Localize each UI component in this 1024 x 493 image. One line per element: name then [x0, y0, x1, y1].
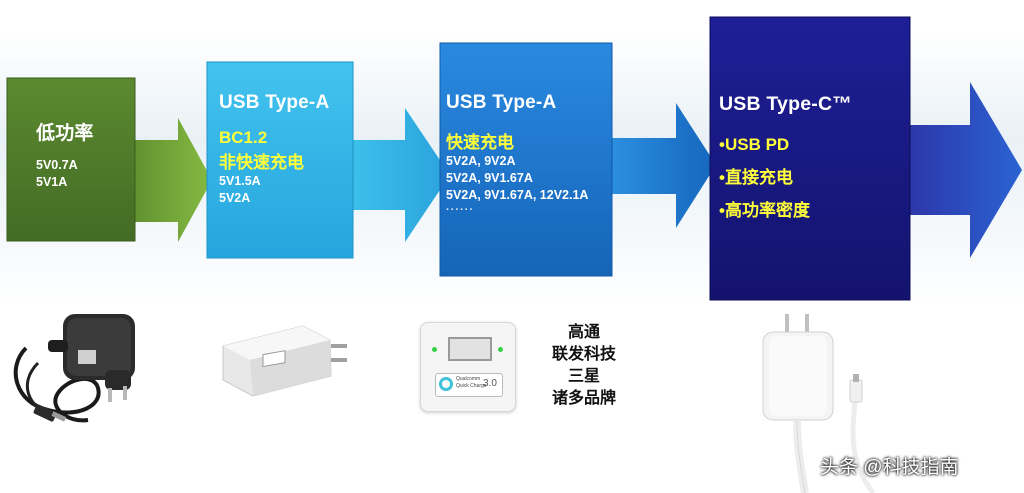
stage-usb-a-slow-spec-2: 5V2A [219, 191, 251, 205]
stage-usb-a-slow-hl-2: 非快速充电 [219, 153, 304, 172]
stage-low-power-spec-2: 5V1A [36, 175, 68, 189]
box-usb-c [709, 16, 911, 301]
stage-low-power-title: 低功率 [36, 123, 94, 144]
qc3-charger-image: Qualcomm Quick Charge 3.0 [420, 322, 516, 412]
stage-low-power-spec-1: 5V0.7A [36, 158, 78, 172]
stage-usb-a-fast-text: USB Type-A 快速充电 5V2A, 9V2A 5V2A, 9V1.67A… [446, 92, 588, 216]
stage-usb-a-slow-text: USB Type-A BC1.2 非快速充电 5V1.5A 5V2A [219, 92, 329, 207]
vendor-1: 高通 [567, 324, 600, 341]
box-usb-a-fast [439, 42, 613, 277]
box-low-power [6, 77, 136, 242]
watermark: 头条 @科技指南 [820, 457, 959, 478]
stage-usb-a-slow-title: USB Type-A [219, 92, 330, 113]
usb-port [448, 337, 492, 361]
arrow-3 [610, 103, 716, 228]
vendor-2: 联发科技 [551, 346, 616, 363]
qc-logo-sub: Quick Charge [456, 383, 487, 389]
led-left [432, 347, 437, 352]
led-right [498, 347, 503, 352]
stage-usb-a-fast-spec-3: 5V2A, 9V1.67A, 12V2.1A [446, 188, 589, 202]
qc-logo-brand: Qualcomm [456, 376, 481, 382]
vendor-3: 三星 [567, 368, 600, 385]
stage-low-power-text: 低功率 5V0.7A 5V1A [36, 118, 94, 191]
vendor-list: 高通 联发科技 三星 诸多品牌 [534, 322, 634, 410]
stage-usb-a-fast-dots: ······ [446, 204, 474, 216]
stage-usb-c-bullet-1: •USB PD [719, 135, 790, 154]
usb-a-charger-image [222, 325, 347, 397]
box-usb-a-slow [206, 61, 354, 259]
stage-usb-a-fast-spec-1: 5V2A, 9V2A [446, 154, 516, 168]
qc-logo: Qualcomm Quick Charge 3.0 [435, 373, 503, 397]
qc-version: 3.0 [483, 378, 497, 389]
stage-usb-a-fast-title: USB Type-A [446, 92, 557, 113]
stage-usb-c-title: USB Type-C™ [719, 93, 852, 115]
stage-usb-c-bullet-3: •高功率密度 [719, 201, 810, 220]
usb-c-charger-image [762, 314, 876, 493]
stage-usb-a-slow-hl-1: BC1.2 [219, 128, 268, 147]
vendor-4: 诸多品牌 [551, 390, 616, 407]
arrow-4 [905, 82, 1022, 258]
stage-usb-a-fast-spec-2: 5V2A, 9V1.67A [446, 171, 533, 185]
arrow-1 [130, 118, 212, 242]
stage-usb-c-text: USB Type-C™ •USB PD •直接充电 •高功率密度 [719, 93, 852, 227]
arrow-flow [6, 16, 1022, 301]
stage-usb-a-fast-hl-1: 快速充电 [446, 133, 514, 152]
low-power-adapter-image [13, 314, 135, 423]
stage-usb-a-slow-spec-1: 5V1.5A [219, 174, 261, 188]
stage-usb-c-bullet-2: •直接充电 [719, 168, 793, 187]
qc-circle-icon [439, 377, 453, 391]
arrow-2 [350, 108, 450, 242]
